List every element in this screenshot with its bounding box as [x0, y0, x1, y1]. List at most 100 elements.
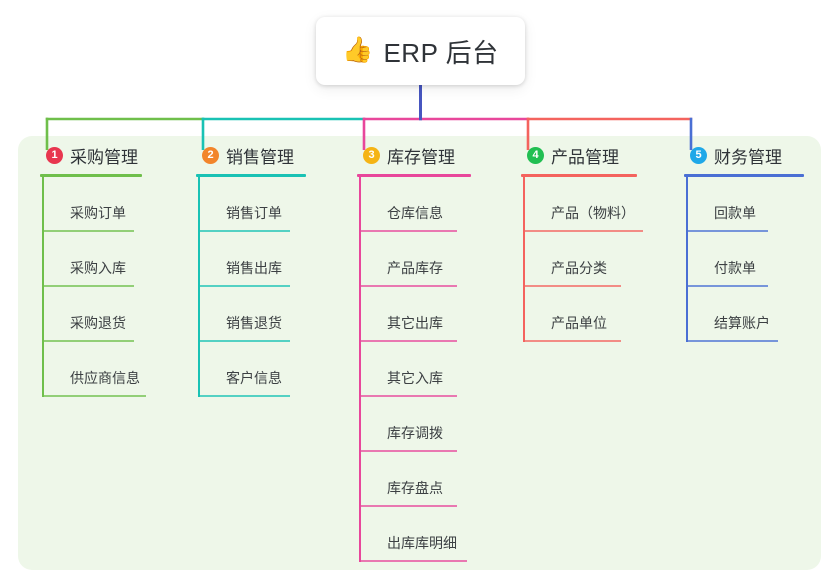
- branch-item[interactable]: 销售出库: [198, 232, 306, 287]
- branch-item-label: 其它出库: [387, 315, 443, 331]
- branch-item[interactable]: 库存盘点: [359, 452, 471, 507]
- branch-item-label: 客户信息: [226, 370, 282, 386]
- branch-item[interactable]: 其它出库: [359, 287, 471, 342]
- branch-badge-5: 5: [690, 146, 707, 164]
- branch-column-3: 3 库存管理仓库信息产品库存其它出库其它入库库存调拨库存盘点出库库明细: [357, 142, 471, 562]
- branch-title-1: 采购管理: [70, 147, 138, 167]
- branch-header-3[interactable]: 3 库存管理: [357, 142, 471, 168]
- branch-item-label: 销售订单: [226, 205, 282, 221]
- root-node[interactable]: 👍 ERP 后台: [316, 17, 525, 85]
- branch-item-label: 仓库信息: [387, 205, 443, 221]
- branch-item[interactable]: 产品（物料）: [523, 177, 643, 232]
- branch-underline-2: [196, 174, 306, 177]
- branch-title-2: 销售管理: [226, 147, 294, 167]
- branch-items-4: 产品（物料） 产品分类产品单位: [521, 177, 643, 342]
- branch-column-2: 2 销售管理销售订单销售出库销售退货客户信息: [196, 142, 306, 397]
- root-node-title: ERP 后台: [383, 37, 499, 68]
- branch-item-label: 回款单: [714, 205, 756, 221]
- branch-item-underline: [44, 285, 134, 287]
- thumbs-up-icon: 👍: [342, 35, 374, 64]
- branch-badge-1: 1: [46, 146, 63, 164]
- branch-item-underline: [525, 230, 643, 232]
- branch-item-underline: [200, 230, 290, 232]
- branch-item-label: 产品分类: [551, 260, 607, 276]
- branch-item[interactable]: 回款单: [686, 177, 804, 232]
- branch-title-4: 产品管理: [551, 147, 619, 167]
- branch-items-1: 采购订单采购入库采购退货供应商信息: [40, 177, 146, 397]
- branch-title-3: 库存管理: [387, 147, 455, 167]
- branch-trunk-5: [686, 177, 688, 342]
- branch-item[interactable]: 库存调拨: [359, 397, 471, 452]
- branch-item-underline: [361, 285, 457, 287]
- branch-item-label: 产品单位: [551, 315, 607, 331]
- branch-item-label: 销售出库: [226, 260, 282, 276]
- branch-item-label: 库存盘点: [387, 480, 443, 496]
- branch-item[interactable]: 付款单: [686, 232, 804, 287]
- branch-trunk-1: [42, 177, 44, 397]
- branch-column-4: 4 产品管理产品（物料） 产品分类产品单位: [521, 142, 643, 342]
- branch-item-underline: [525, 340, 621, 342]
- branch-item-underline: [361, 230, 457, 232]
- branch-item-label: 付款单: [714, 260, 756, 276]
- branch-item-label: 其它入库: [387, 370, 443, 386]
- branch-underline-1: [40, 174, 142, 177]
- branch-item-underline: [200, 395, 290, 397]
- branch-item-underline: [361, 560, 467, 562]
- branch-item-label: 采购入库: [70, 260, 126, 276]
- branch-column-1: 1 采购管理采购订单采购入库采购退货供应商信息: [40, 142, 146, 397]
- branch-items-2: 销售订单销售出库销售退货客户信息: [196, 177, 306, 397]
- branch-item-underline: [200, 340, 290, 342]
- branch-underline-4: [521, 174, 637, 177]
- branch-item[interactable]: 销售订单: [198, 177, 306, 232]
- branch-underline-5: [684, 174, 804, 177]
- branch-item[interactable]: 产品单位: [523, 287, 637, 342]
- branch-item[interactable]: 仓库信息: [359, 177, 471, 232]
- branch-title-5: 财务管理: [714, 147, 782, 167]
- branch-item-label: 销售退货: [226, 315, 282, 331]
- branch-item[interactable]: 采购退货: [42, 287, 142, 342]
- branch-item[interactable]: 采购订单: [42, 177, 142, 232]
- branch-item[interactable]: 产品库存: [359, 232, 471, 287]
- branch-item[interactable]: 客户信息: [198, 342, 306, 397]
- branch-item[interactable]: 其它入库: [359, 342, 471, 397]
- branch-item-label: 采购退货: [70, 315, 126, 331]
- branch-header-5[interactable]: 5 财务管理: [684, 142, 804, 168]
- branch-item-underline: [361, 395, 457, 397]
- branch-item-label: 供应商信息: [70, 370, 140, 386]
- branch-item-underline: [361, 340, 457, 342]
- branch-item-label: 采购订单: [70, 205, 126, 221]
- branch-header-4[interactable]: 4 产品管理: [521, 142, 637, 168]
- branch-items-3: 仓库信息产品库存其它出库其它入库库存调拨库存盘点出库库明细: [357, 177, 471, 562]
- branch-item-label: 库存调拨: [387, 425, 443, 441]
- branch-item-underline: [200, 285, 290, 287]
- branch-item-underline: [361, 505, 457, 507]
- branch-trunk-3: [359, 177, 361, 562]
- branch-item-label: 结算账户: [714, 315, 770, 331]
- branch-items-5: 回款单付款单结算账户: [684, 177, 804, 342]
- branch-column-5: 5 财务管理回款单付款单结算账户: [684, 142, 804, 342]
- branch-item-label: 产品库存: [387, 260, 443, 276]
- branch-item-label: 产品（物料）: [551, 205, 635, 221]
- branch-item[interactable]: 供应商信息: [42, 342, 146, 397]
- branch-item-underline: [44, 395, 146, 397]
- branch-underline-3: [357, 174, 471, 177]
- branch-badge-3: 3: [363, 146, 380, 164]
- branch-item-underline: [525, 285, 621, 287]
- branch-header-2[interactable]: 2 销售管理: [196, 142, 306, 168]
- branch-item-underline: [688, 285, 768, 287]
- branch-item[interactable]: 采购入库: [42, 232, 142, 287]
- branch-item[interactable]: 销售退货: [198, 287, 306, 342]
- branch-badge-2: 2: [202, 146, 219, 164]
- branch-item-underline: [44, 230, 134, 232]
- branch-item-label: 出库库明细: [387, 535, 457, 551]
- branch-item-underline: [688, 230, 768, 232]
- branch-header-1[interactable]: 1 采购管理: [40, 142, 142, 168]
- branch-badge-4: 4: [527, 146, 544, 164]
- branch-item[interactable]: 结算账户: [686, 287, 804, 342]
- branch-trunk-2: [198, 177, 200, 397]
- branch-item[interactable]: 产品分类: [523, 232, 637, 287]
- branch-item[interactable]: 出库库明细: [359, 507, 471, 562]
- branch-item-underline: [361, 450, 457, 452]
- branch-item-underline: [44, 340, 134, 342]
